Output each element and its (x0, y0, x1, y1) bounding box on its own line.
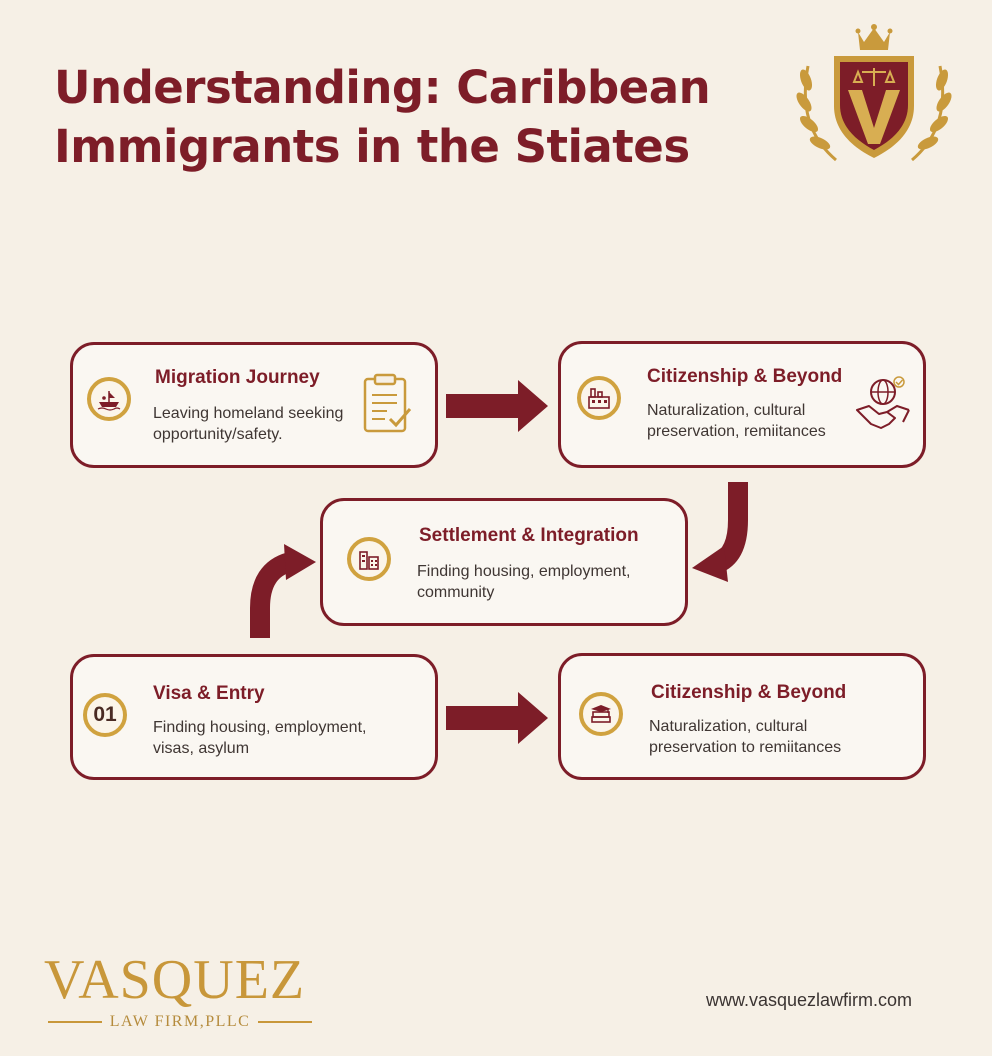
step-title: Settlement & Integration (419, 525, 639, 546)
step-badge (347, 537, 391, 581)
step-badge (577, 376, 621, 420)
step-title: Citizenship & Beyond (651, 682, 847, 703)
step-title: Migration Journey (155, 367, 320, 388)
step-title: Citizenship & Beyond (647, 366, 843, 387)
step-badge (87, 377, 131, 421)
step-description: Naturalization, cultural preservation, r… (647, 402, 826, 440)
firm-logo-name: VASQUEZ (44, 949, 306, 1011)
firm-logo-subtitle: LAW FIRM,PLLC (48, 1012, 313, 1032)
arrow-curve-up (250, 552, 294, 638)
website-url: www.vasquezlawfirm.com (706, 990, 913, 1010)
clipboard-check-icon (363, 373, 412, 433)
step-card-citizenship-top: Citizenship & Beyond Naturalization, cul… (558, 341, 926, 468)
step-badge (579, 692, 623, 736)
page-title: Understanding: Caribbean Immigrants in t… (54, 58, 711, 176)
step-card-visa-entry: 01 Visa & Entry Finding housing, employm… (70, 654, 438, 780)
logo-divider-right (258, 1021, 313, 1023)
step-card-migration-journey: Migration Journey Leaving homeland seeki… (70, 342, 438, 468)
step-description: Naturalization, cultural preservation to… (649, 718, 842, 756)
firm-logo-sub: LAW FIRM,PLLC (109, 1013, 251, 1030)
arrow-right-top (446, 380, 548, 432)
books-icon (591, 705, 611, 723)
step-badge: 01 (83, 693, 127, 737)
page-title-line-2: Immigrants in the Stiates (54, 120, 690, 173)
step-description: Finding housing, employment, visas, asyl… (153, 719, 367, 757)
boat-icon (97, 391, 121, 411)
crest-icon (796, 24, 952, 162)
factory-icon (588, 388, 610, 409)
globe-handshake-icon (856, 376, 910, 429)
arrow-curve-down (711, 482, 748, 574)
step-card-citizenship-bottom: Citizenship & Beyond Naturalization, cul… (558, 653, 926, 780)
step-description: Leaving homeland seeking opportunity/saf… (153, 405, 344, 443)
step-description: Finding housing, employment, community (417, 563, 631, 601)
step-number: 01 (93, 703, 117, 726)
step-title: Visa & Entry (153, 683, 265, 704)
page-title-line-1: Understanding: Caribbean (54, 61, 711, 114)
step-card-settlement: Settlement & Integration Finding housing… (320, 498, 688, 626)
city-icon (359, 551, 379, 570)
logo-divider-left (48, 1021, 102, 1023)
arrow-right-bottom (446, 692, 548, 744)
